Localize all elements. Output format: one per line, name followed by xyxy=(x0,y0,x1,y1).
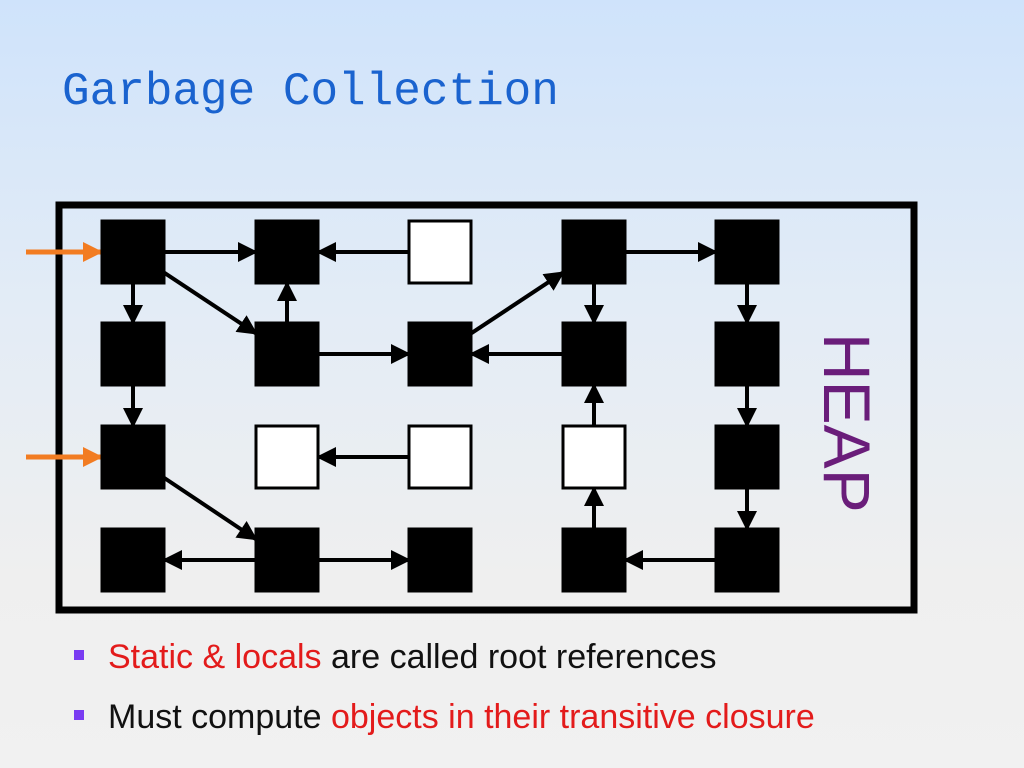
live-object-b5 xyxy=(714,321,780,387)
live-object-d3 xyxy=(407,527,473,593)
live-object-b1 xyxy=(100,321,166,387)
garbage-object-c3 xyxy=(407,424,473,490)
live-object-d2 xyxy=(254,527,320,593)
reference-arrow-a1-to-b2 xyxy=(162,270,258,336)
edges-layer xyxy=(123,242,757,570)
live-object-c1 xyxy=(100,424,166,490)
garbage-object-a3 xyxy=(407,219,473,285)
live-object-a4 xyxy=(561,219,627,285)
bullet-marker xyxy=(74,650,84,660)
nodes-layer xyxy=(100,219,780,593)
heap-border xyxy=(55,201,918,614)
roots-layer xyxy=(26,242,103,467)
reference-arrow-b3-to-a4 xyxy=(469,270,565,336)
live-object-d5 xyxy=(714,527,780,593)
heap-diagram: HEAP xyxy=(26,201,918,614)
live-object-d4 xyxy=(561,527,627,593)
bullet-text: are called root references xyxy=(321,638,717,676)
bullet-item-root-references: Static & locals are called root referenc… xyxy=(74,630,815,690)
reference-arrow-c1-to-d2 xyxy=(162,476,258,541)
live-object-a5 xyxy=(714,219,780,285)
bullet-text: Must compute xyxy=(108,698,331,736)
slide-title: Garbage Collection xyxy=(62,66,559,118)
garbage-object-c4 xyxy=(561,424,627,490)
live-object-b3 xyxy=(407,321,473,387)
heap-label: HEAP xyxy=(810,333,884,513)
bullet-highlight: objects in their transitive closure xyxy=(330,698,815,736)
live-object-a2 xyxy=(254,219,320,285)
live-object-a1 xyxy=(100,219,166,285)
live-object-b2 xyxy=(254,321,320,387)
bullet-highlight: Static & locals xyxy=(108,638,322,676)
bullet-marker xyxy=(74,710,84,720)
live-object-c5 xyxy=(714,424,780,490)
bullet-item-transitive-closure: Must compute objects in their transitive… xyxy=(74,690,815,750)
garbage-object-c2 xyxy=(254,424,320,490)
live-object-d1 xyxy=(100,527,166,593)
live-object-b4 xyxy=(561,321,627,387)
bullet-list: Static & locals are called root referenc… xyxy=(74,630,815,750)
